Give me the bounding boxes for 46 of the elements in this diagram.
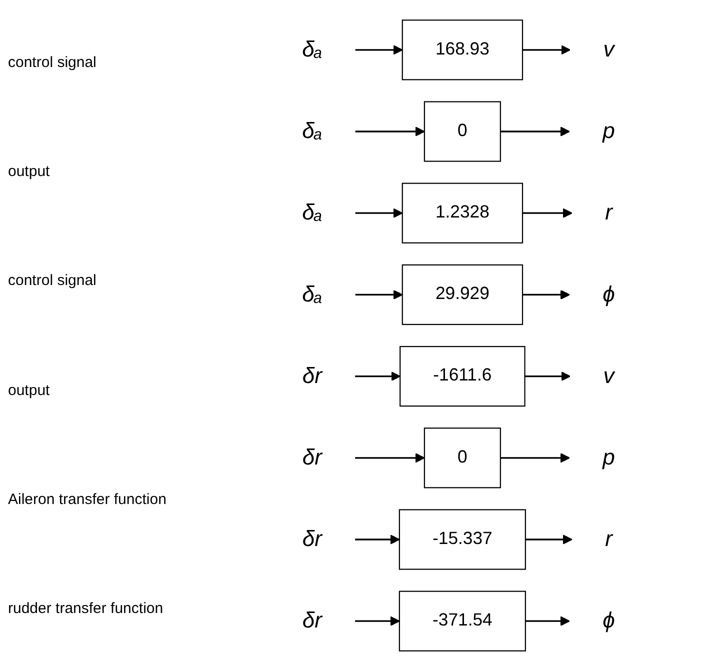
signal-label: v	[603, 364, 614, 388]
signal-label: δₐ	[302, 200, 322, 226]
arrow	[355, 371, 401, 382]
transfer-function-box: -1611.6	[400, 346, 526, 407]
text-label: Aileron transfer function	[8, 490, 168, 508]
signal-label: δr	[302, 608, 322, 634]
arrow	[355, 534, 400, 544]
signal-label: δₐ	[302, 119, 322, 144]
signal-label: v	[603, 38, 614, 62]
signal-label: r	[605, 527, 612, 552]
arrow	[522, 45, 571, 55]
signal-label: δₐ	[302, 282, 322, 307]
signal-label: δr	[302, 364, 322, 388]
signal-label: δr	[302, 446, 322, 470]
text-label: control signal	[8, 54, 98, 72]
signal-label: r	[605, 200, 612, 226]
signal-label: p	[602, 119, 615, 144]
transfer-function-box: 29.929	[402, 264, 524, 326]
arrow	[355, 45, 403, 55]
signal-label: δr	[302, 527, 322, 552]
signal-label: ϕ	[602, 282, 615, 307]
arrow	[355, 616, 400, 626]
transfer-function-box: -15.337	[398, 509, 526, 570]
arrow	[355, 208, 403, 218]
arrow	[355, 453, 425, 463]
transfer-function-box: 1.2328	[402, 182, 524, 244]
arrow	[500, 453, 570, 463]
text-label: output	[8, 163, 51, 180]
signal-label: δₐ	[302, 38, 322, 62]
transfer-function-box: -371.54	[398, 590, 526, 652]
transfer-function-box: 0	[424, 101, 501, 162]
transfer-function-box: 168.93	[402, 20, 524, 80]
arrow	[524, 371, 571, 382]
text-label: control signal	[8, 272, 98, 290]
signal-label: p	[602, 446, 615, 470]
arrow	[355, 126, 425, 136]
text-label: output	[8, 382, 51, 399]
signal-label: ϕ	[602, 608, 615, 634]
transfer-function-box: 0	[424, 428, 501, 488]
arrow	[522, 290, 570, 300]
text-label: rudder transfer function	[8, 600, 164, 617]
arrow	[525, 534, 572, 544]
arrow	[355, 290, 403, 300]
arrow	[522, 208, 572, 218]
arrow	[525, 616, 570, 626]
arrow	[500, 126, 570, 136]
